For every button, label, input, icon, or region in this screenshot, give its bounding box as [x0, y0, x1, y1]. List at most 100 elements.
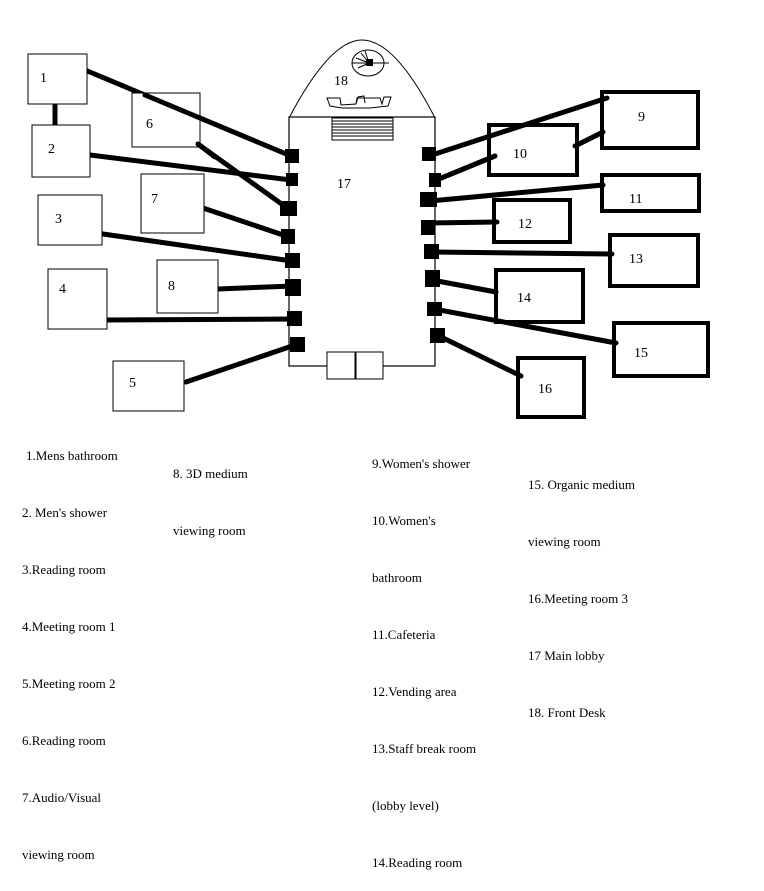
corridor-12: [426, 219, 500, 226]
doors-left: [280, 149, 305, 352]
door-7: [281, 229, 295, 244]
room-9: [600, 90, 700, 150]
legend-item: bathroom: [372, 570, 422, 585]
room-7: [140, 173, 205, 234]
room-16-label: 16: [538, 382, 552, 397]
room-11: [600, 173, 701, 213]
room-15: [612, 321, 710, 378]
door-12: [421, 220, 435, 235]
room-14-label: 14: [517, 291, 531, 306]
rooms-left: [27, 53, 219, 412]
legend-column-3: 9.Women's shower 10.Women's bathroom 11.…: [372, 416, 476, 891]
legend-item: 16.Meeting room 3: [528, 591, 629, 606]
corridors-right: [426, 95, 619, 379]
legend-item: 18. Front Desk: [528, 705, 606, 720]
main-lobby-outline: [288, 116, 436, 367]
room-8-label: 8: [168, 279, 175, 294]
legend-item: viewing room: [173, 523, 246, 538]
room-5: [112, 360, 185, 412]
door-1: [285, 149, 299, 163]
legend-item: 5.Meeting room 2: [22, 676, 116, 691]
corridor-11: [427, 182, 606, 204]
room-4-label: 4: [59, 282, 66, 297]
legend-item: 17 Main lobby: [528, 648, 605, 663]
corridor-13: [429, 249, 615, 257]
legend-item: 1.Mens bathroom: [26, 448, 118, 463]
corridor-8: [215, 283, 296, 292]
room-11-label: 11: [629, 192, 642, 207]
room-1-label: 1: [40, 71, 47, 86]
doors-right: [420, 147, 445, 343]
stairs-icon: [331, 117, 394, 141]
room-2: [31, 124, 91, 178]
entrance-door-left: [326, 351, 356, 380]
legend-item: 11.Cafeteria: [372, 627, 436, 642]
corridor-16: [434, 332, 524, 379]
room-3: [37, 194, 103, 246]
door-2: [286, 173, 298, 186]
legend-item: (lobby level): [372, 798, 439, 813]
legend-column-2: 8. 3D medium viewing room: [173, 426, 248, 559]
door-16: [430, 328, 445, 343]
legend-item: 14.Reading room: [372, 855, 463, 870]
corridor-7: [200, 205, 292, 240]
corridor-1-over-room-6: [142, 92, 203, 121]
legend-item: 12.Vending area: [372, 684, 457, 699]
room-14: [494, 268, 585, 324]
legend-item: 3.Reading room: [22, 562, 106, 577]
legend-column-4: 15. Organic medium viewing room 16.Meeti…: [528, 437, 635, 741]
room-9-label: 9: [638, 110, 645, 125]
door-3: [285, 253, 300, 268]
corridor-9-10: [572, 129, 606, 149]
front-desk-label: 18: [334, 74, 348, 89]
legend-item: 6.Reading room: [22, 733, 106, 748]
corridor-15: [431, 306, 619, 346]
room-4: [47, 268, 108, 330]
door-10: [429, 173, 441, 187]
room-12: [492, 198, 572, 244]
corridor-4: [100, 316, 298, 323]
legend-item: viewing room: [528, 534, 601, 549]
main-lobby-label: 17: [337, 177, 351, 192]
corridor-6-start: [195, 141, 218, 160]
door-14: [425, 270, 440, 287]
room-15-label: 15: [634, 346, 648, 361]
door-13: [424, 244, 439, 259]
legend-item: 4.Meeting room 1: [22, 619, 116, 634]
room-7-label: 7: [151, 192, 158, 207]
legend-item: 10.Women's: [372, 513, 436, 528]
legend-item: 2. Men's shower: [22, 505, 108, 520]
room-8: [156, 259, 219, 314]
entrance-door-right: [355, 351, 384, 380]
door-4: [287, 311, 302, 326]
door-8: [285, 279, 301, 296]
clock-icon: [351, 49, 389, 77]
room-16: [516, 356, 586, 419]
door-9: [422, 147, 436, 161]
corridor-5: [183, 341, 301, 385]
floor-plan-diagram: 1 2 3 4 5 6 7 8 9 10 11 12 13 14 15 16 1…: [27, 39, 710, 419]
room-13: [608, 233, 700, 288]
corridor-10: [431, 153, 498, 184]
room-13-label: 13: [629, 252, 643, 267]
room-1: [27, 53, 88, 105]
desk-monitor-icon: [355, 95, 366, 105]
corridor-3: [100, 231, 295, 264]
room-3-label: 3: [55, 212, 62, 227]
legend-item: 15. Organic medium: [528, 477, 635, 492]
legend-item: viewing room: [22, 847, 95, 862]
rooms-right: [487, 90, 710, 419]
legend-item: 9.Women's shower: [372, 456, 471, 471]
front-desk-dome: [288, 39, 436, 119]
room-5-label: 5: [129, 376, 136, 391]
legend-item: 8. 3D medium: [173, 466, 248, 481]
desk-counter-icon: [326, 96, 392, 109]
door-15: [427, 302, 442, 316]
corridor-2: [87, 152, 294, 183]
door-11: [420, 192, 437, 207]
legend-column-1: 1.Mens bathroom 2. Men's shower 3.Readin…: [22, 408, 118, 883]
room-2-label: 2: [48, 142, 55, 157]
legend-item: 7.Audio/Visual: [22, 790, 102, 805]
room-10-label: 10: [513, 147, 527, 162]
legend-item: 13.Staff break room: [372, 741, 477, 756]
